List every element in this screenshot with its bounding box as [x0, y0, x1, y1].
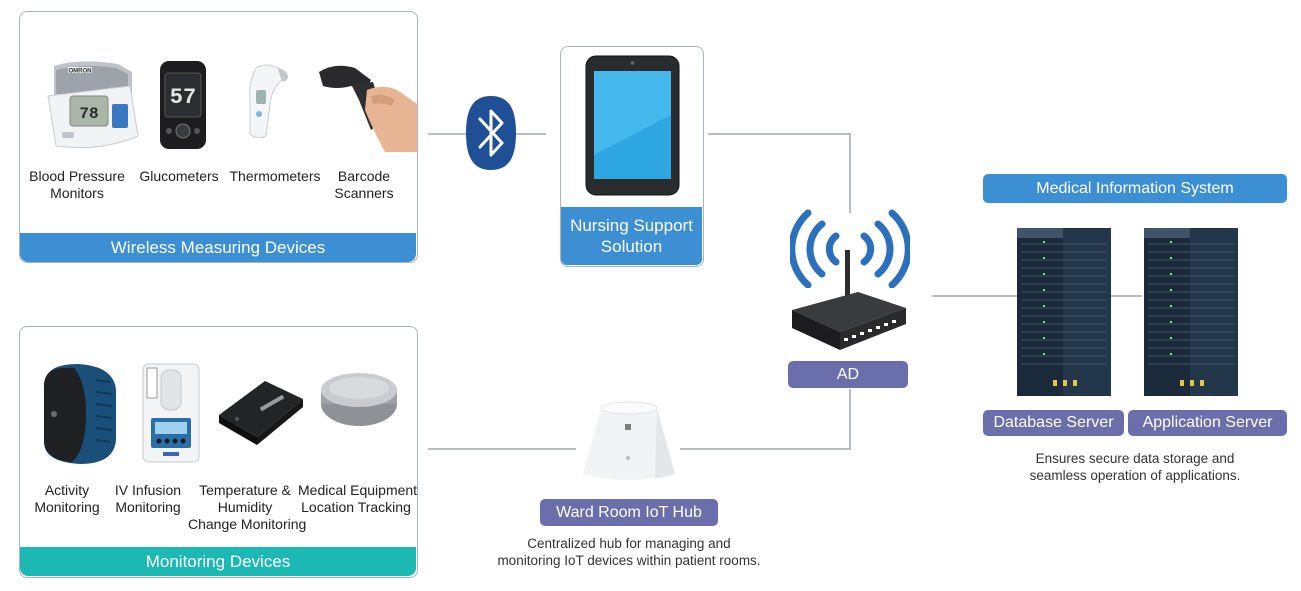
connector-tablet-ap-vertical: [849, 133, 851, 213]
temperature-humidity-sensor-image: [215, 375, 305, 445]
device-label-thermometers: Thermometers: [226, 168, 324, 185]
activity-band-image: [34, 360, 122, 468]
device-label-iv-infusion: IV Infusion Monitoring: [110, 482, 186, 516]
application-server-image: [1144, 228, 1238, 396]
connector-bluetooth-tablet: [516, 133, 546, 135]
label-line: Medical Equipment: [298, 482, 418, 498]
label-line: IV Infusion: [114, 482, 182, 498]
bluetooth-icon: [465, 95, 517, 171]
connector-wireless-bluetooth: [428, 133, 466, 135]
bp-brand-text: OMRON: [69, 69, 92, 75]
connector-monitoring-hub: [428, 448, 576, 450]
database-server-image: [1017, 228, 1111, 396]
device-label-blood-pressure: Blood Pressure Monitors: [22, 168, 132, 202]
device-label-barcode-scanners: Barcode Scanners: [318, 168, 410, 202]
connector-tablet-ap: [708, 133, 851, 135]
connector-hub-ap: [680, 448, 851, 450]
label-line: Scanners: [334, 185, 394, 201]
ap-label: AD: [788, 361, 908, 388]
label-line: Activity: [44, 482, 90, 498]
desc-line: Ensures secure data storage and: [1035, 451, 1235, 466]
label-line: Blood Pressure: [29, 168, 125, 184]
iot-hub-description: Centralized hub for managing and monitor…: [470, 535, 788, 569]
location-tag-image: [318, 370, 400, 428]
label-line: Location Tracking: [301, 499, 411, 515]
wifi-signal-icon: [790, 208, 910, 288]
connector-ap-hub-vertical: [849, 389, 851, 450]
device-label-activity: Activity Monitoring: [22, 482, 112, 516]
wireless-devices-title: Wireless Measuring Devices: [20, 233, 416, 262]
label-line: Glucometers: [139, 168, 219, 184]
blood-pressure-monitor-image: OMRON 78: [40, 60, 140, 152]
label-line: Change Monitoring: [188, 516, 307, 532]
label-line: Thermometers: [229, 168, 321, 184]
barcode-scanner-image: [315, 60, 417, 152]
desc-line: monitoring IoT devices within patient ro…: [497, 553, 761, 568]
database-server-label: Database Server: [983, 410, 1124, 436]
label-line: Monitoring: [34, 499, 100, 515]
glucometer-image: 57: [158, 59, 208, 151]
label-line: Temperature &: [199, 482, 291, 498]
title-line: Solution: [600, 237, 663, 256]
medical-information-system-label: Medical Information System: [983, 174, 1287, 203]
label-line: Barcode: [337, 168, 391, 184]
iv-infusion-device-image: [141, 362, 201, 464]
label-line: Monitoring: [115, 499, 181, 515]
thermometer-image: [242, 62, 292, 142]
bp-reading-text: 78: [79, 105, 98, 123]
servers-description: Ensures secure data storage and seamless…: [983, 450, 1287, 484]
label-line: Monitors: [50, 185, 104, 201]
desc-line: Centralized hub for managing and: [527, 536, 731, 551]
device-label-location-tracking: Medical Equipment Location Tracking: [298, 482, 418, 516]
device-label-glucometers: Glucometers: [133, 168, 225, 185]
iot-hub-image: [579, 400, 679, 482]
desc-line: seamless operation of applications.: [1029, 468, 1241, 483]
glucometer-reading-text: 57: [170, 85, 196, 110]
iot-hub-label: Ward Room IoT Hub: [540, 499, 718, 526]
router-image: [788, 250, 910, 358]
title-line: Nursing Support: [570, 216, 693, 235]
label-line: Humidity: [217, 499, 273, 515]
tablet-image: [585, 55, 680, 196]
nursing-support-title: Nursing Support Solution: [561, 207, 702, 265]
monitoring-devices-title: Monitoring Devices: [20, 547, 416, 576]
device-label-temperature-humidity: Temperature & Humidity Change Monitoring: [188, 482, 307, 533]
application-server-label: Application Server: [1128, 410, 1287, 436]
